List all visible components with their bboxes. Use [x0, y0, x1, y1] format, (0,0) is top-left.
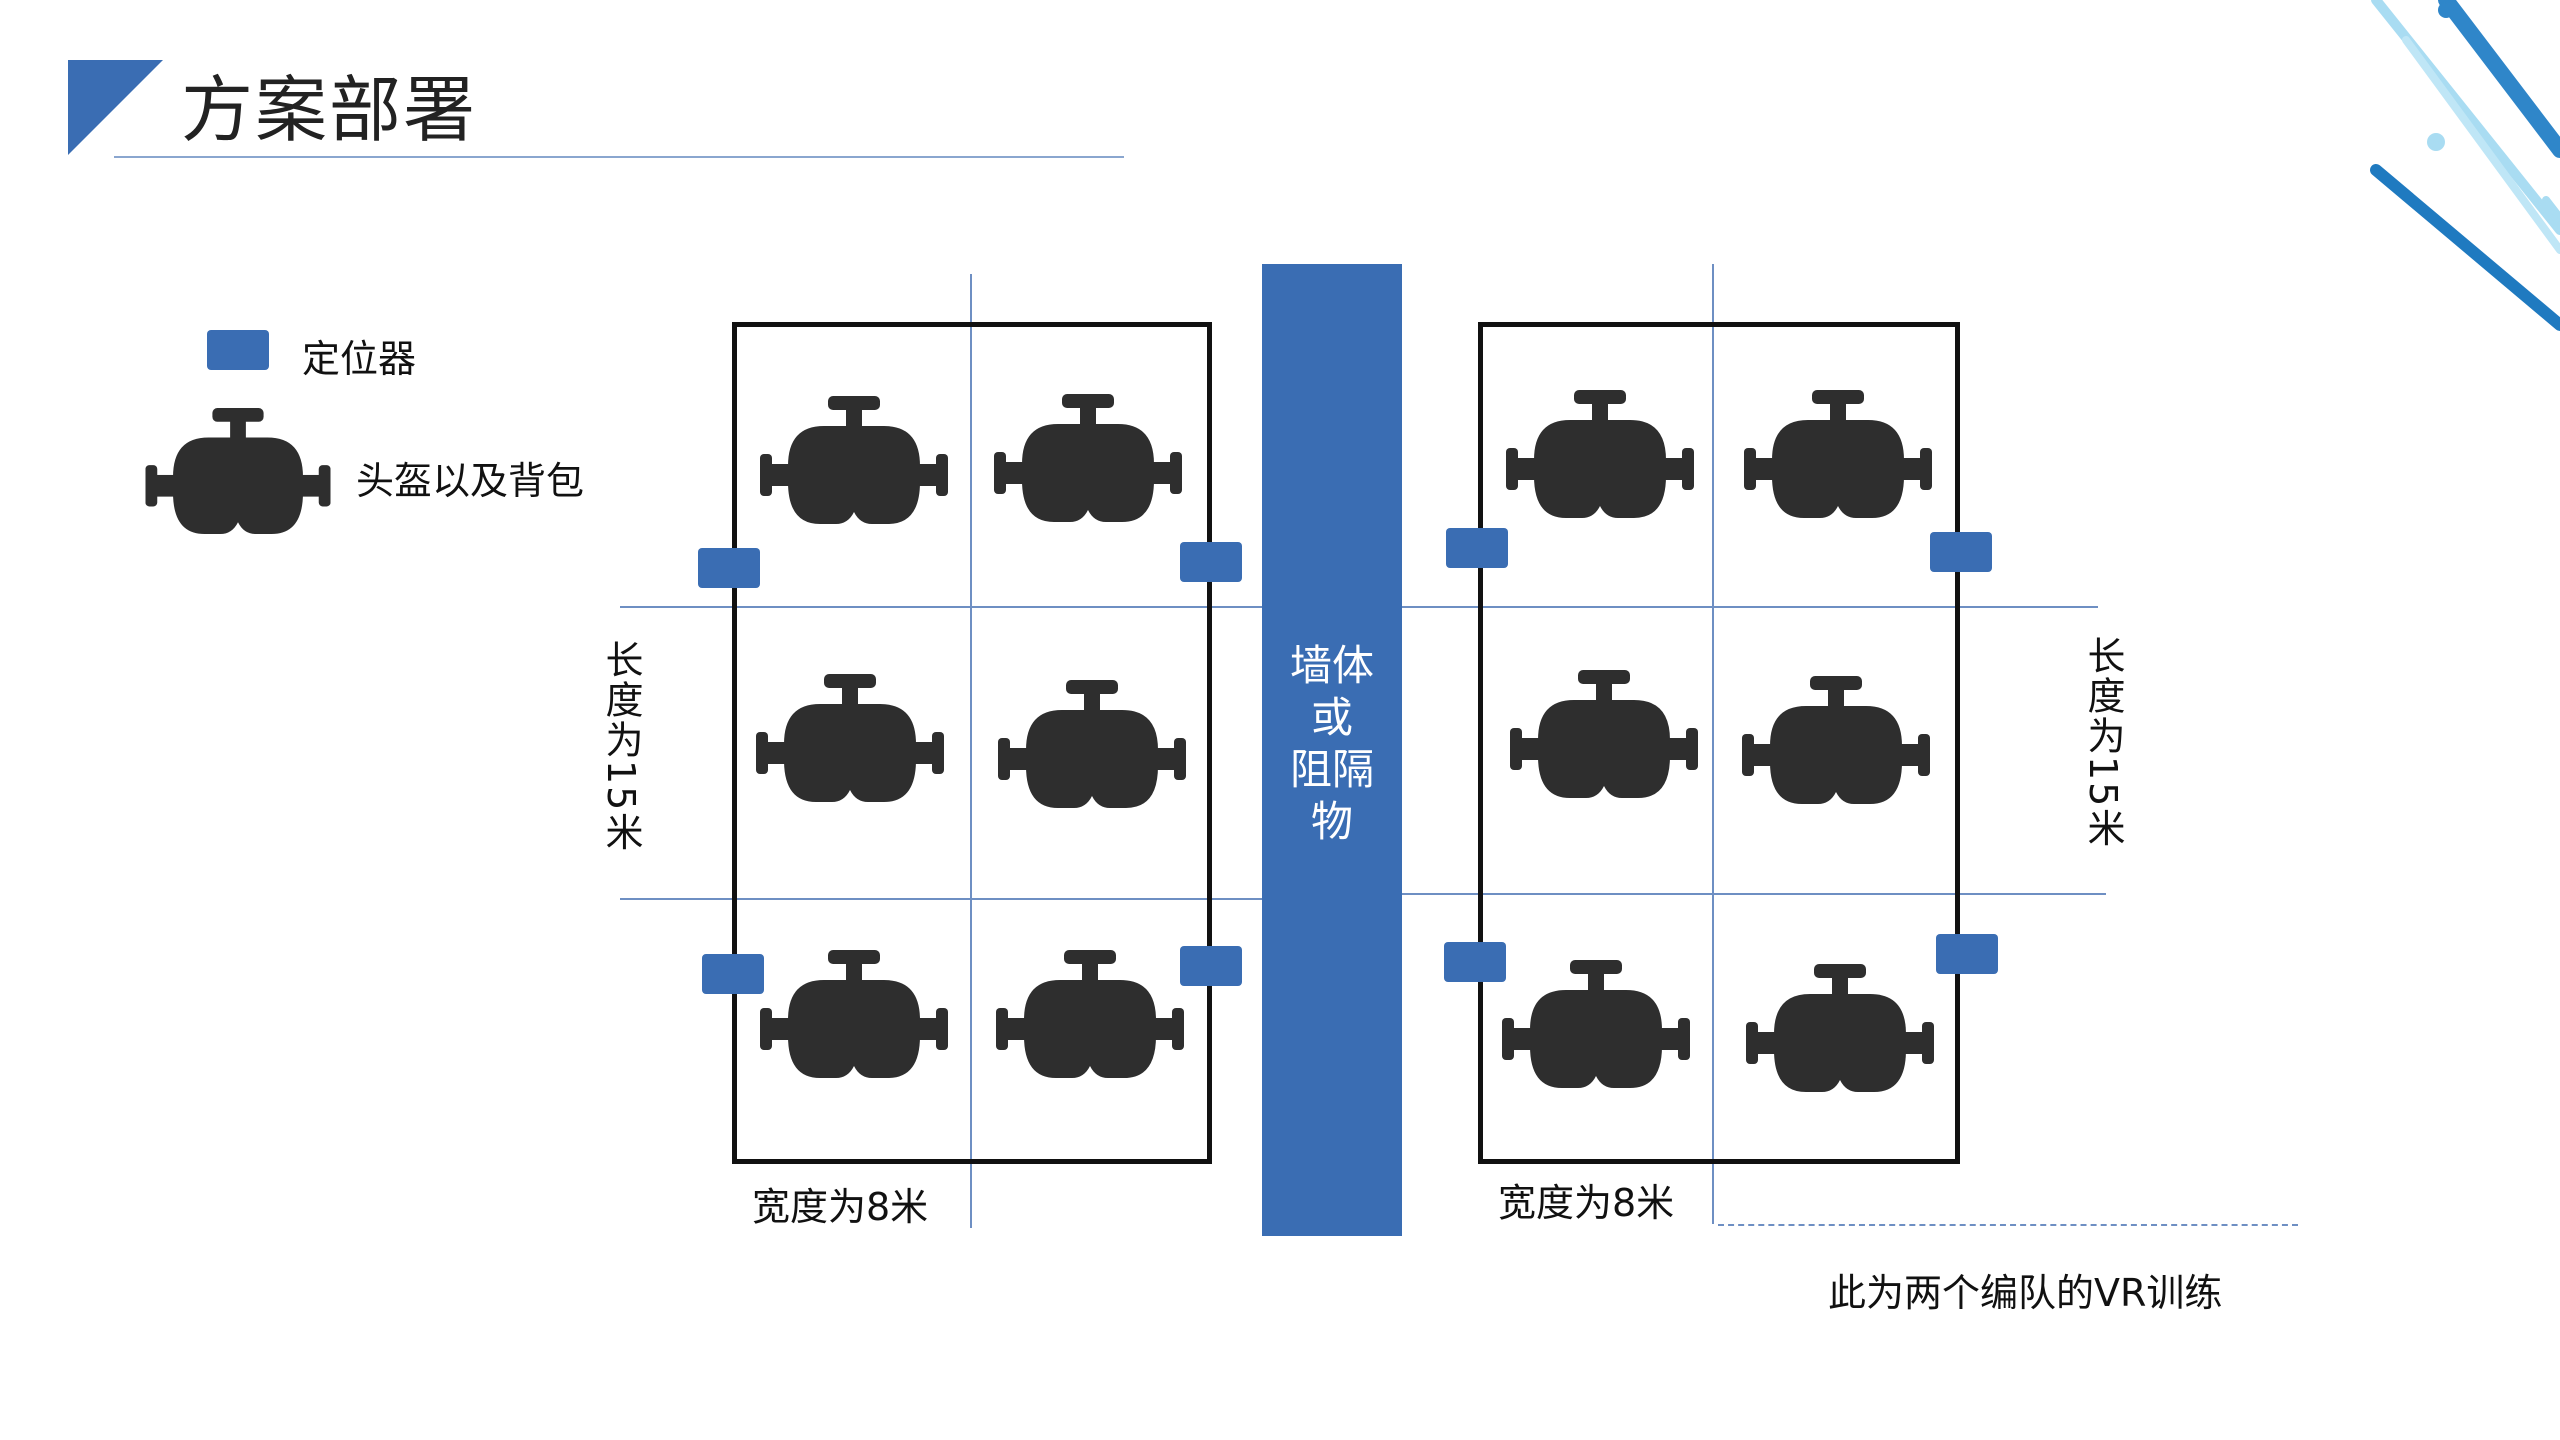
decorative-lines: [2370, 0, 2560, 331]
right-field-boundary: [1478, 322, 1960, 1164]
wall-label: 墙体 或 阻隔 物: [1262, 640, 1402, 848]
right-field-vertical-divider: [1712, 264, 1714, 1224]
legend-vr-headset-icon: [144, 408, 332, 536]
vr-headset-icon: [760, 950, 948, 1080]
caption-leader-line: [1718, 1224, 2298, 1226]
wall-label-line: 物: [1310, 797, 1353, 846]
right-field-width-label: 宽度为8米: [1498, 1181, 1675, 1225]
locator-icon: [1180, 542, 1242, 582]
diagram-caption: 此为两个编队的VR训练: [1828, 1271, 2223, 1315]
vr-headset-icon: [1746, 964, 1934, 1094]
left-field-vertical-divider: [970, 274, 972, 1228]
left-field-width-label: 宽度为8米: [752, 1185, 929, 1229]
vr-headset-icon: [994, 394, 1182, 524]
vr-headset-icon: [1742, 676, 1930, 806]
left-field-upper-horizontal-divider: [620, 606, 1266, 608]
wall-label-line: 或: [1310, 693, 1353, 742]
locator-icon: [1930, 532, 1992, 572]
locator-icon: [1446, 528, 1508, 568]
title-block: 方案部署: [68, 60, 1124, 160]
legend-locator-icon: [207, 330, 269, 370]
right-field-upper-horizontal-divider: [1402, 606, 2098, 608]
wall-label-line: 墙体: [1289, 641, 1374, 690]
page-title: 方案部署: [181, 68, 478, 152]
locator-icon: [1180, 946, 1242, 986]
title-underline: [114, 156, 1124, 158]
left-field-boundary: [732, 322, 1212, 1164]
locator-icon: [698, 548, 760, 588]
vr-headset-icon: [1744, 390, 1932, 520]
locator-icon: [1936, 934, 1998, 974]
wall-barrier: [1262, 264, 1402, 1236]
locator-icon: [1444, 942, 1506, 982]
vr-headset-icon: [760, 396, 948, 526]
vr-headset-icon: [1510, 670, 1698, 800]
vr-headset-icon: [998, 680, 1186, 810]
left-field-length-label: 长度为15米: [599, 640, 643, 853]
vr-headset-icon: [996, 950, 1184, 1080]
vr-headset-icon: [1506, 390, 1694, 520]
legend-headset-label: 头盔以及背包: [356, 459, 585, 503]
right-field-lower-horizontal-divider: [1402, 893, 2106, 895]
legend-locator-label: 定位器: [302, 337, 417, 381]
vr-headset-icon: [756, 674, 944, 804]
right-field-length-label: 长度为15米: [2081, 636, 2125, 849]
left-field-lower-horizontal-divider: [620, 898, 1266, 900]
vr-headset-icon: [1502, 960, 1690, 1090]
wall-label-line: 阻隔: [1289, 745, 1374, 794]
title-triangle-icon: [68, 60, 163, 155]
locator-icon: [702, 954, 764, 994]
